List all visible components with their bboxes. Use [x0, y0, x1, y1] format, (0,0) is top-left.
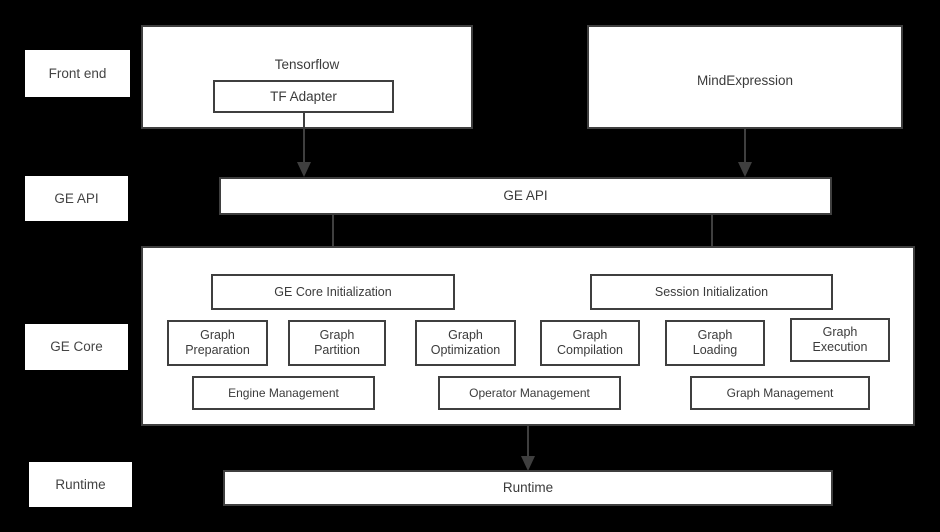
graph-management-label: Graph Management [726, 385, 834, 400]
graph-loading-label: Graph Loading [692, 328, 738, 357]
graph-management-block[interactable]: Graph Management [690, 376, 870, 410]
session-initialization-label: Session Initialization [654, 284, 769, 299]
layer-label-front-end: Front end [25, 50, 130, 97]
tensorflow-label: Tensorflow [274, 57, 340, 72]
layer-label-ge-core-text: GE Core [50, 339, 103, 355]
layer-label-ge-api: GE API [25, 176, 128, 221]
graph-partition-block[interactable]: Graph Partition [288, 320, 386, 366]
graph-loading-block[interactable]: Graph Loading [665, 320, 765, 366]
mindexpression-block[interactable]: MindExpression [587, 25, 903, 129]
runtime-bar[interactable]: Runtime [223, 470, 833, 506]
engine-management-block[interactable]: Engine Management [192, 376, 375, 410]
layer-label-ge-core: GE Core [25, 324, 128, 370]
graph-execution-block[interactable]: Graph Execution [790, 318, 890, 362]
engine-management-label: Engine Management [228, 385, 339, 400]
operator-management-label: Operator Management [469, 385, 590, 400]
connector-ge-core-to-runtime [521, 426, 535, 471]
tf-adapter-block[interactable]: TF Adapter [213, 80, 394, 113]
ge-api-bar[interactable]: GE API [219, 177, 832, 215]
graph-partition-label: Graph Partition [314, 328, 360, 357]
ge-core-initialization-block[interactable]: GE Core Initialization [211, 274, 455, 310]
mindexpression-label: MindExpression [696, 73, 794, 88]
layer-label-runtime-text: Runtime [55, 476, 106, 492]
layer-label-runtime: Runtime [29, 462, 132, 507]
ge-api-bar-label: GE API [503, 188, 548, 204]
connector-mindexpression-to-ge-api [738, 128, 752, 177]
layer-label-ge-api-text: GE API [54, 190, 99, 206]
session-initialization-block[interactable]: Session Initialization [590, 274, 833, 310]
graph-execution-label: Graph Execution [812, 325, 868, 354]
graph-preparation-block[interactable]: Graph Preparation [167, 320, 268, 366]
layer-label-front-end-text: Front end [48, 65, 107, 81]
tf-adapter-label: TF Adapter [270, 88, 337, 104]
graph-preparation-label: Graph Preparation [185, 328, 250, 357]
operator-management-block[interactable]: Operator Management [438, 376, 621, 410]
runtime-bar-label: Runtime [502, 480, 554, 496]
graph-optimization-label: Graph Optimization [430, 328, 501, 357]
graph-compilation-label: Graph Compilation [556, 328, 623, 357]
ge-core-initialization-label: GE Core Initialization [274, 284, 392, 299]
tensorflow-block[interactable]: Tensorflow [141, 25, 473, 129]
graph-compilation-block[interactable]: Graph Compilation [540, 320, 640, 366]
graph-optimization-block[interactable]: Graph Optimization [415, 320, 516, 366]
